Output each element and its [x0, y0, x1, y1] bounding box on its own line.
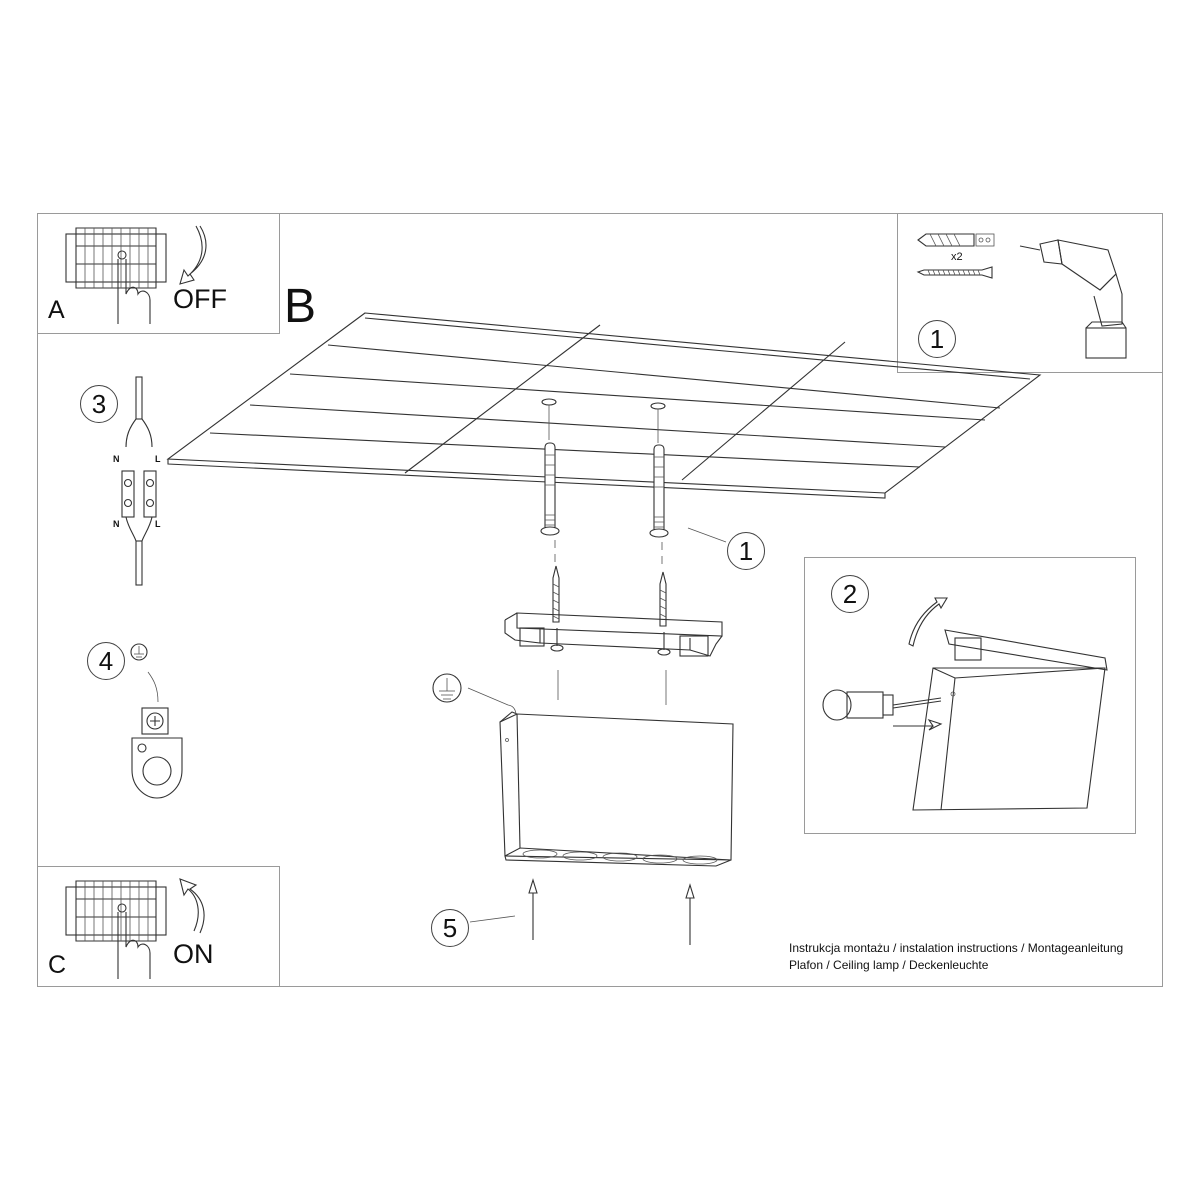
circuit-breaker-icon — [65, 225, 207, 324]
wire-label-l-bottom: L — [155, 519, 161, 529]
panel-letter-a: A — [48, 296, 65, 324]
drill-icon — [1019, 239, 1127, 359]
ground-terminal — [130, 643, 183, 799]
on-label: ON — [173, 939, 214, 969]
quantity-label: x2 — [951, 251, 963, 263]
arrow-up-icon — [179, 878, 205, 934]
section-letter-b: B — [284, 280, 317, 333]
mounting-bracket — [504, 612, 723, 657]
sheet-frame — [37, 213, 1163, 987]
ground-symbol-icon — [130, 643, 148, 661]
wire-label-n-top: N — [113, 454, 120, 464]
cable-gland-insertion — [822, 597, 1108, 811]
wire-label-l-top: L — [155, 454, 161, 464]
ground-symbol-icon — [432, 673, 462, 703]
off-label: OFF — [173, 284, 227, 314]
step-4-callout: 4 — [87, 642, 125, 680]
step-5-callout: 5 — [431, 909, 469, 947]
cable-gland-icon — [822, 689, 942, 721]
panel-tools: x2 1 — [897, 213, 1163, 373]
light-openings — [522, 849, 718, 865]
panel-letter-c: C — [48, 951, 67, 979]
wall-plug-icon — [917, 233, 995, 247]
terminal-block-wiring — [121, 376, 157, 586]
panel-step-2: 2 — [804, 557, 1136, 834]
wire-label-n-bottom: N — [113, 519, 120, 529]
arrow-up-icon — [528, 878, 695, 945]
circuit-breaker-icon — [65, 878, 205, 979]
panel-c-power-on: C ON — [37, 866, 280, 987]
arrow-right-icon — [893, 718, 943, 731]
caption-instructions: Instrukcja montażu / instalation instruc… — [789, 941, 1124, 955]
arrow-down-icon — [179, 225, 207, 285]
screws — [552, 565, 667, 627]
step-2-badge: 2 — [831, 575, 869, 613]
rotate-arrow-icon — [908, 597, 948, 647]
panel-a-power-off: A OFF — [37, 213, 280, 334]
screw-icon — [916, 266, 993, 279]
step-1-badge: 1 — [918, 320, 956, 358]
caption-product: Plafon / Ceiling lamp / Deckenleuchte — [789, 958, 989, 972]
step-1-callout: 1 — [727, 532, 765, 570]
step-3-callout: 3 — [80, 385, 118, 423]
